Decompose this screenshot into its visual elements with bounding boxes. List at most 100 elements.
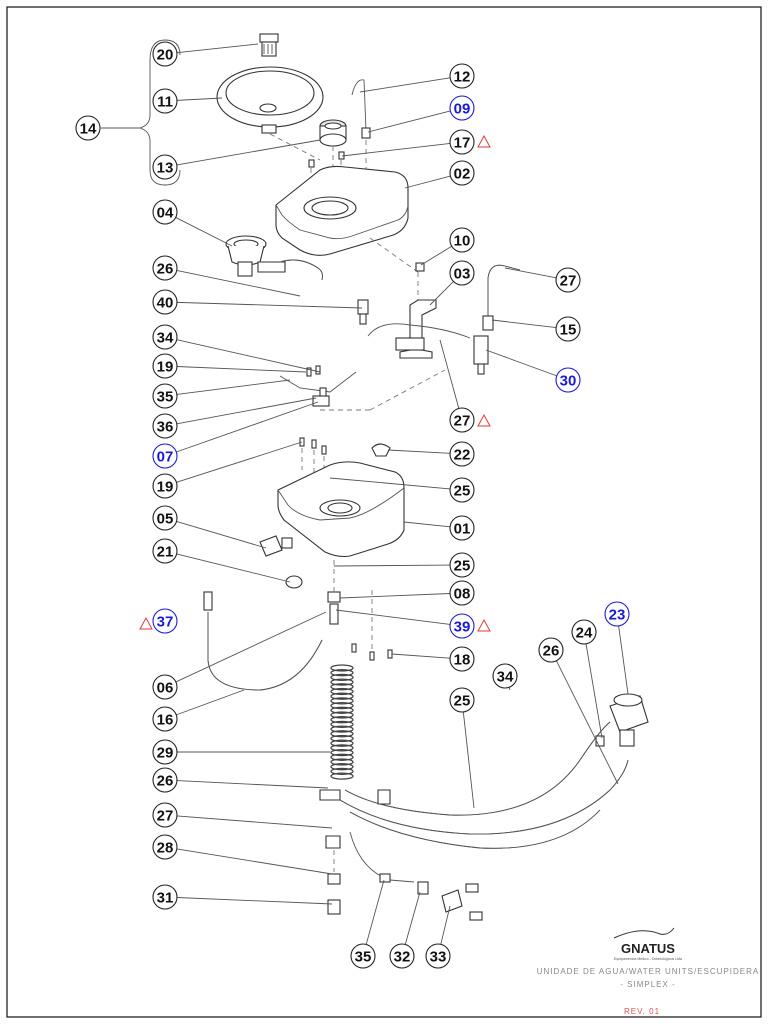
- logo-swoosh-icon: [613, 927, 675, 939]
- callout-circle: [152, 706, 178, 732]
- leader-line-35: [176, 379, 291, 395]
- callout-circle: [449, 129, 475, 155]
- callout-25: 25: [449, 687, 475, 713]
- leader-line-33: [440, 905, 451, 945]
- callout-circle: [449, 441, 475, 467]
- callout-22: 22: [449, 441, 475, 467]
- page-border: [6, 6, 762, 1018]
- coil-loop: [330, 678, 354, 686]
- leader-line-30: [485, 349, 557, 377]
- callout-05: 05: [152, 505, 178, 531]
- callout-number: 20: [157, 47, 174, 64]
- callout-number: 30: [560, 373, 577, 390]
- leader-line-26: [176, 780, 329, 789]
- title-line-2: - SIMPLEX -: [620, 980, 675, 989]
- coil-loop: [330, 692, 354, 700]
- callout-29: 29: [152, 739, 178, 765]
- callout-number: 01: [454, 521, 471, 538]
- leader-line-05: [176, 520, 267, 549]
- connector-15: [482, 315, 494, 331]
- callout-04: 04: [152, 199, 178, 225]
- leader-line-07: [176, 401, 319, 453]
- callout-number: 28: [157, 840, 174, 857]
- coil-loop: [330, 758, 354, 766]
- callout-27: 27: [449, 407, 491, 433]
- coil-loop: [330, 687, 354, 696]
- callout-circle: [449, 160, 475, 186]
- callout-circle: [449, 477, 475, 503]
- callout-number: 34: [157, 330, 174, 347]
- callout-number: 32: [394, 949, 411, 966]
- leader-line-13: [176, 139, 321, 166]
- coil-loop: [330, 763, 354, 771]
- fittings-08-39: [327, 560, 341, 625]
- coil-loop: [330, 716, 354, 724]
- leader-line-27: [176, 815, 333, 829]
- filter-23: [609, 693, 649, 747]
- leader-line-18: [391, 653, 451, 659]
- title-line-1: UNIDADE DE AGUA/WATER UNITS/ESCUPIDERA: [537, 967, 759, 976]
- callout-13: 13: [152, 154, 178, 180]
- leader-line-35: [365, 879, 385, 945]
- leader-line-11: [176, 97, 223, 101]
- leader-line-24: [585, 643, 603, 739]
- callout-number: 06: [157, 680, 174, 697]
- leader-line-10: [420, 245, 452, 266]
- callout-16: 16: [152, 706, 178, 732]
- callout-number: 35: [355, 949, 372, 966]
- callout-11: 11: [152, 88, 178, 114]
- callout-circle: [152, 802, 178, 828]
- knob-21: [285, 575, 303, 589]
- callout-circle: [152, 884, 178, 910]
- callout-number: 07: [157, 449, 174, 466]
- callout-35: 35: [350, 943, 376, 969]
- leader-line-22: [387, 449, 451, 454]
- connector-24: [595, 735, 605, 747]
- callout-19: 19: [152, 353, 178, 379]
- callout-circle: [152, 674, 178, 700]
- callout-number: 24: [576, 625, 593, 642]
- leader-line-09: [367, 110, 451, 133]
- logo-text: GNATUS: [621, 941, 675, 956]
- callout-23: 23: [604, 601, 630, 627]
- callout-06: 06: [152, 674, 178, 700]
- warning-triangle-icon: [477, 134, 491, 148]
- coiled-hose-29: [330, 664, 354, 780]
- callout-34: 34: [492, 663, 518, 689]
- callout-circle: [152, 443, 178, 469]
- callout-number: 05: [157, 511, 174, 528]
- callout-number: 25: [454, 558, 471, 575]
- callout-number: 11: [157, 94, 173, 111]
- callout-21: 21: [152, 538, 178, 564]
- callout-circle: [152, 413, 178, 439]
- hose-26-inner: [279, 259, 323, 281]
- callout-02: 02: [449, 160, 475, 186]
- callout-number: 12: [454, 69, 471, 86]
- callout-number: 23: [609, 607, 626, 624]
- assembly-line: [369, 237, 419, 273]
- callout-circle: [152, 608, 178, 634]
- leader-line-27: [504, 267, 557, 279]
- bowl-ring-part: [319, 119, 347, 147]
- callout-10: 10: [449, 227, 475, 253]
- coil-loop: [330, 701, 354, 710]
- leader-line-06: [175, 611, 327, 683]
- warning-triangle-icon: [477, 618, 491, 632]
- callout-circle: [389, 943, 415, 969]
- callout-number: 18: [454, 652, 471, 669]
- callout-number: 16: [157, 712, 174, 729]
- callout-35: 35: [152, 383, 178, 409]
- leader-line-01: [403, 521, 451, 528]
- leader-line-25: [333, 564, 451, 567]
- callout-circle: [152, 739, 178, 765]
- leader-line-26: [176, 269, 301, 297]
- leader-line-25: [329, 477, 451, 490]
- callout-number: 25: [454, 483, 471, 500]
- long-hoses: [339, 721, 629, 849]
- leader-line-39: [335, 609, 451, 625]
- callout-37: 37: [139, 608, 178, 634]
- callout-circle: [449, 515, 475, 541]
- callout-09: 09: [449, 95, 475, 121]
- callout-number: 31: [157, 890, 174, 907]
- callout-number: 27: [454, 413, 471, 430]
